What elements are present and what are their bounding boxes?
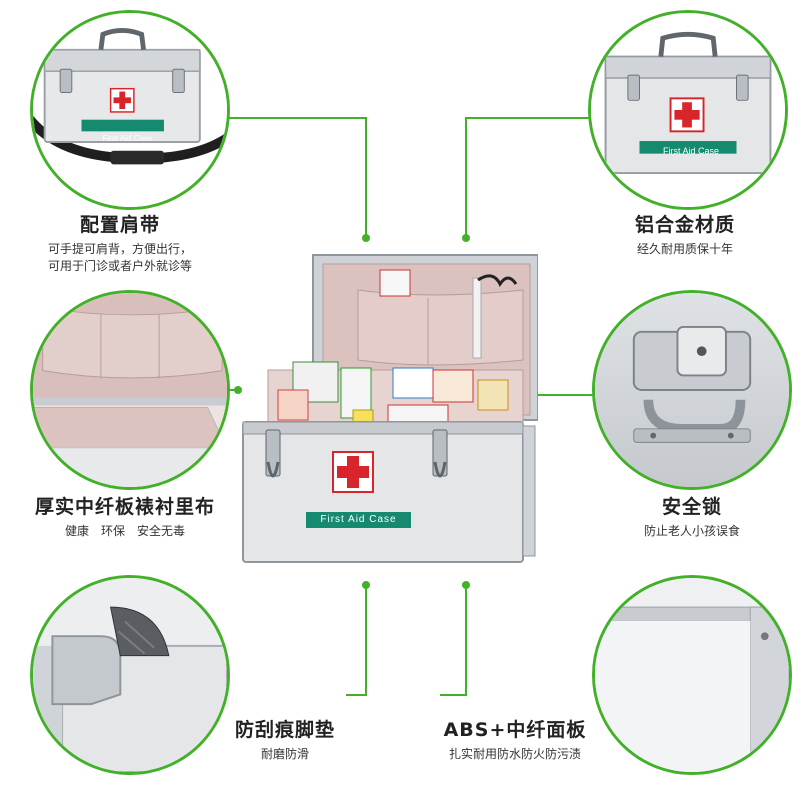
feature-desc: 经久耐用质保十年 [580,241,790,258]
strap-detail-circle: First Aid Case [30,10,230,210]
feature-panel: ABS+中纤面板 扎实耐用防水防火防污渍 [420,715,610,763]
open-first-aid-case [242,254,538,563]
feature-lining: 厚实中纤板裱衬里布 健康 环保 安全无毒 [5,492,245,540]
lock-detail-circle [592,290,792,490]
feature-desc-line: 经久耐用质保十年 [636,242,733,256]
feature-desc-line: 防止老人小孩误食 [643,524,740,538]
feature-desc-line: 耐磨防滑 [260,747,309,761]
feature-title: 厚实中纤板裱衬里布 [34,496,215,518]
feature-desc-line: 可手提可肩背，方便出行， [47,242,192,256]
feature-strap: 配置肩带 可手提可肩背，方便出行， 可用于门诊或者户外就诊等 [10,210,230,275]
main-case-label: First Aid Case [320,514,397,525]
lining-detail-circle [30,290,230,490]
feature-title: 防刮痕脚垫 [234,719,335,741]
aluminum-case-label: First Aid Case [662,146,720,156]
strap-case-label: First Aid Case [102,134,153,143]
feature-title: ABS+中纤面板 [443,719,587,741]
feature-desc-line: 健康 环保 安全无毒 [64,524,185,538]
feature-desc: 防止老人小孩误食 [592,523,792,540]
panel-detail-circle [592,575,792,775]
feature-desc-line: 可用于门诊或者户外就诊等 [47,259,192,273]
feature-title: 安全锁 [661,496,722,518]
feature-desc: 耐磨防滑 [220,746,350,763]
aluminum-detail-circle: First Aid Case [588,10,788,210]
feature-title: 配置肩带 [79,214,160,236]
feature-desc: 健康 环保 安全无毒 [5,523,245,540]
feature-title: 铝合金材质 [634,214,735,236]
feature-lock: 安全锁 防止老人小孩误食 [592,492,792,540]
feature-desc-line: 扎实耐用防水防火防污渍 [448,747,581,761]
feature-aluminum: 铝合金材质 经久耐用质保十年 [580,210,790,258]
feature-desc: 可手提可肩背，方便出行， 可用于门诊或者户外就诊等 [10,241,230,275]
feature-foot-pad: 防刮痕脚垫 耐磨防滑 [220,715,350,763]
foot-pad-detail-circle [30,575,230,775]
feature-desc: 扎实耐用防水防火防污渍 [420,746,610,763]
